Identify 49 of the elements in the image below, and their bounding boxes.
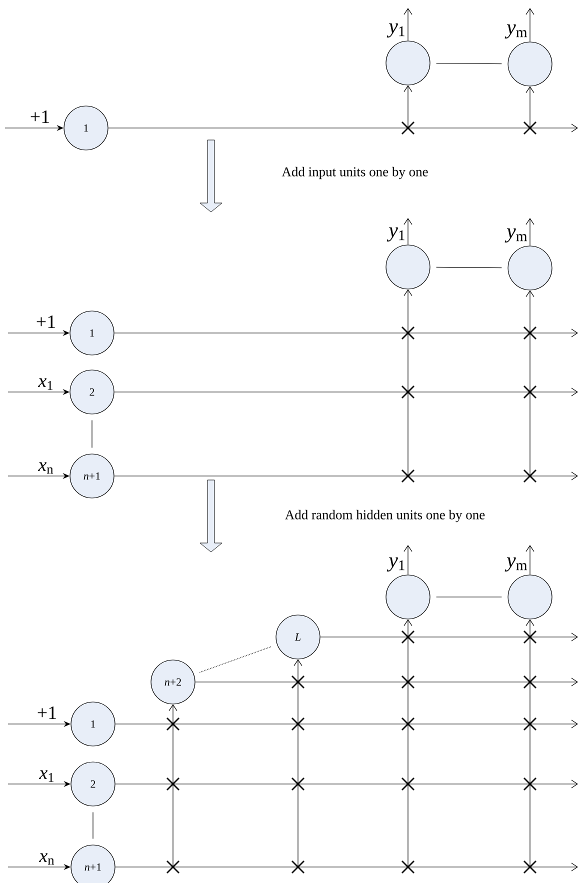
edge-label: x$_{n}$ — [38, 853, 54, 865]
arrow — [114, 472, 578, 480]
arrow — [320, 632, 578, 642]
arrow — [404, 289, 412, 476]
output-label: y$_{m}$ — [504, 24, 528, 39]
arrow — [526, 619, 534, 868]
arrow — [115, 720, 578, 728]
edge-label: x$_{n}$ — [38, 462, 54, 474]
arrow — [404, 619, 412, 868]
output-label: y$_{1}$ — [386, 227, 404, 242]
step-text: Add input units one by one — [282, 166, 428, 180]
arrow — [404, 218, 412, 246]
arrow — [526, 545, 534, 575]
output-circle — [508, 246, 552, 290]
output-circle — [508, 574, 552, 620]
arrow — [526, 86, 534, 130]
edge-label: x$_{1}$ — [38, 770, 54, 782]
arrow — [404, 545, 412, 575]
connector-line — [436, 62, 502, 64]
edge-label: +1 — [38, 706, 56, 719]
arrow — [526, 8, 534, 42]
connector-line — [92, 812, 94, 839]
output-label: y$_{1}$ — [386, 557, 404, 572]
output-label: y$_{m}$ — [504, 228, 528, 243]
arrow — [404, 8, 412, 41]
arrow — [526, 290, 534, 476]
arrow — [115, 862, 578, 872]
output-label: y$_{m}$ — [504, 557, 528, 572]
output-label: y$_{1}$ — [386, 23, 404, 38]
arrow — [115, 780, 578, 788]
edge-label: x$_{1}$ — [38, 378, 52, 390]
edge-label: +1 — [30, 110, 49, 123]
arrow — [294, 659, 302, 868]
arrow — [195, 678, 578, 686]
arrow — [108, 124, 578, 132]
arrow — [114, 388, 578, 396]
arrow — [168, 704, 178, 868]
edge-label: +1 — [36, 315, 55, 328]
step-text: Add random hidden units one by one — [285, 510, 485, 522]
arrow — [526, 218, 534, 246]
output-circle — [386, 574, 430, 620]
output-circle — [386, 244, 430, 290]
connector-line — [199, 646, 272, 673]
arrow — [404, 85, 412, 130]
connector-line — [436, 266, 502, 268]
output-circle — [386, 40, 430, 86]
output-circle — [508, 42, 552, 86]
connector-line — [436, 596, 502, 598]
arrow — [114, 328, 578, 338]
